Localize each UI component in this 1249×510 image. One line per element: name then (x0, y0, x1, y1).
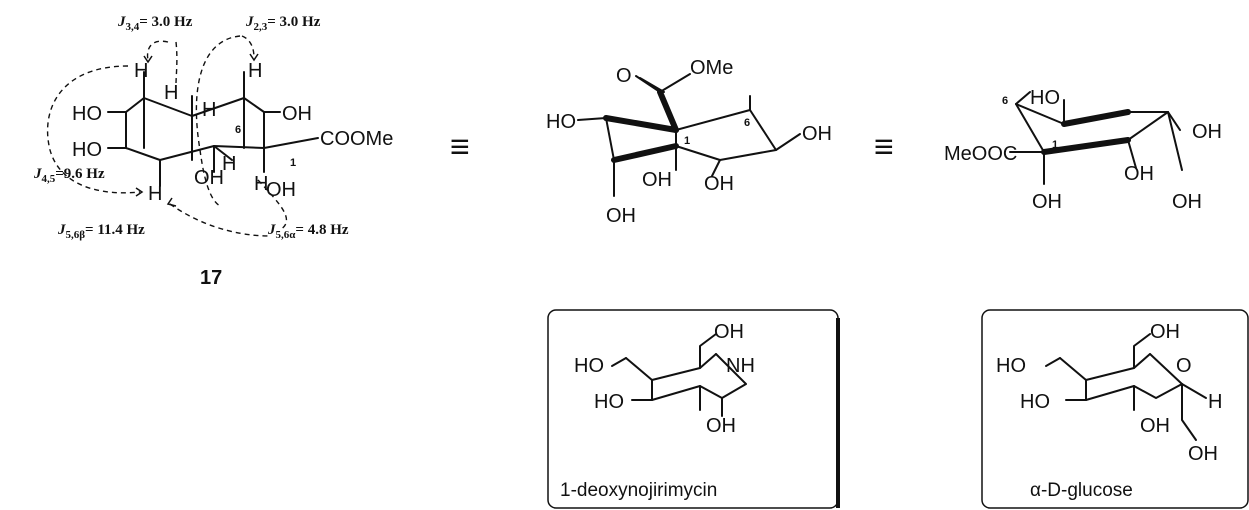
equiv-symbol-1: ≡ (450, 128, 470, 166)
right-oh-mid: OH (1124, 163, 1154, 185)
j34-label: J3,4= 3.0 Hz (117, 14, 193, 33)
mid-oh-a: OH (642, 169, 672, 191)
cmp17-h-h5: H (148, 183, 162, 205)
mid-c6: 6 (744, 117, 750, 129)
coupling-arrow-j56b (169, 203, 271, 237)
mid-oh-right: OH (802, 123, 832, 145)
mid-ome: OMe (690, 57, 733, 79)
glc-ho-a: HO (996, 355, 1026, 377)
coupling-arrow-j56a (257, 179, 287, 231)
mid-oh-c: OH (606, 205, 636, 227)
cmp17-h-h4: H (134, 60, 148, 82)
j56b-label: J5,6β= 11.4 Hz (57, 222, 145, 241)
coupling-arrowhead-j23 (249, 53, 259, 62)
cmp17-ho-mid: HO (72, 139, 102, 161)
right-ho: HO (1030, 87, 1060, 109)
right-c6: 6 (1002, 95, 1008, 107)
glc-o: O (1176, 355, 1192, 377)
glc-caption: α-D-glucose (1030, 480, 1133, 501)
equiv-symbol-2: ≡ (874, 128, 894, 166)
mid-oh-b: OH (704, 173, 734, 195)
cmp17-c1-label: 1 (290, 157, 296, 169)
cmp17-oh-mid: OH (194, 167, 224, 189)
cmp17-cooome: COOMe (320, 128, 393, 150)
coupling-arrow-j34-b (175, 41, 178, 85)
right-chair-structure: HO MeOOC OH OH OH OH 1 6 (944, 87, 1222, 213)
cmp17-oh-right-top: OH (282, 103, 312, 125)
mid-o: O (616, 65, 632, 87)
cmp17-h-h2: H (248, 60, 262, 82)
glc-oh-low: OH (1140, 415, 1170, 437)
cmp17-c6-label: 6 (235, 124, 241, 136)
cmp17-h-h6b: H (202, 99, 216, 121)
coupling-arrow-j45 (46, 65, 141, 194)
dnj-oh-top: OH (714, 321, 744, 343)
middle-chair-structure: O OMe HO OH OH OH OH 1 6 (546, 57, 832, 227)
cmp17-h-h3: H (164, 82, 178, 104)
cmp17-oh-bottom: OH (266, 179, 296, 201)
box-deoxynojirimycin: OH NH HO HO OH 1-deoxynojirimycin (547, 309, 840, 509)
glc-h: H (1208, 391, 1222, 413)
coupling-arrowhead-j56b (166, 197, 177, 207)
dnj-ho-a: HO (574, 355, 604, 377)
box-glucose: OH O H HO HO OH OH α-D-glucose (981, 309, 1249, 509)
j23-label: J2,3= 3.0 Hz (245, 14, 321, 33)
j45-label: J4,5=9.6 Hz (33, 166, 105, 185)
cmp17-h-h6: H (222, 153, 236, 175)
right-c1: 1 (1052, 139, 1058, 151)
coupling-arrow-j34 (146, 40, 169, 61)
glc-ho-b: HO (1020, 391, 1050, 413)
coupling-arrowhead-j45 (135, 187, 144, 197)
compound-number-17: 17 (200, 267, 222, 289)
coupling-arrowhead-j34 (143, 55, 153, 64)
compound-17-structure: HO HO OH COOMe OH OH 6 1 H H H H H H H J… (33, 14, 393, 289)
right-oh-bottom-right: OH (1172, 191, 1202, 213)
j56a-label: J5,6α= 4.8 Hz (267, 222, 349, 241)
right-oh-bottom-left: OH (1032, 191, 1062, 213)
right-oh-top: OH (1192, 121, 1222, 143)
glc-oh-top: OH (1150, 321, 1180, 343)
dnj-ho-b: HO (594, 391, 624, 413)
cmp17-h-h6a: H (254, 173, 268, 195)
dnj-oh-low: OH (706, 415, 736, 437)
dnj-nh: NH (726, 355, 755, 377)
glc-oh-bottom: OH (1188, 443, 1218, 465)
dnj-caption: 1-deoxynojirimycin (560, 480, 717, 501)
right-meooc: MeOOC (944, 143, 1017, 165)
mid-ho: HO (546, 111, 576, 133)
coupling-arrow-j23-b (241, 35, 255, 59)
cmp17-ho-top: HO (72, 103, 102, 125)
mid-c1: 1 (684, 135, 690, 147)
